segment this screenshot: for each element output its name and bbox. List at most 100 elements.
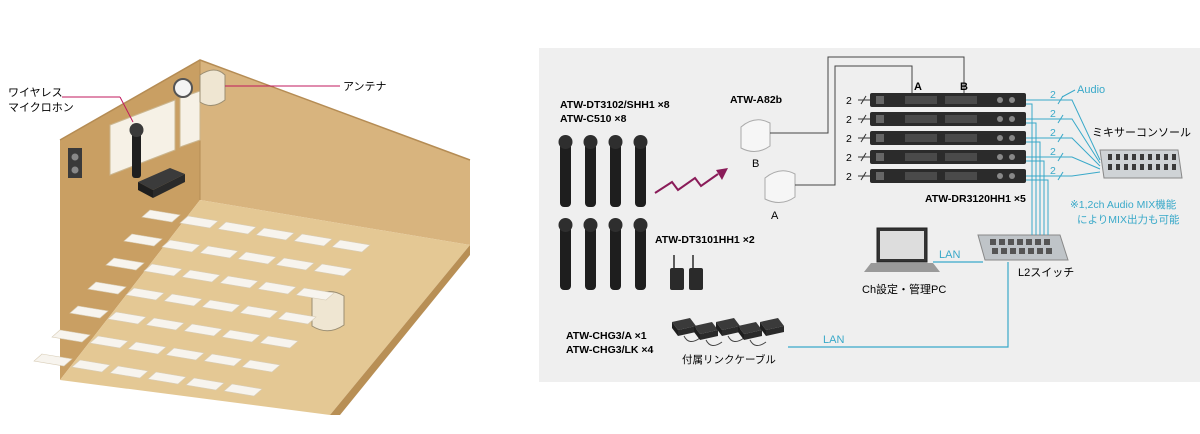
receiver-unit — [870, 150, 1026, 164]
output-channel-count: 2 — [1050, 165, 1056, 177]
desk — [223, 383, 263, 397]
desk — [183, 323, 223, 337]
charger-lan-line — [788, 262, 1009, 348]
antenna-b-label: B — [752, 158, 759, 170]
output-channel-count: 2 — [1050, 127, 1056, 139]
handheld-mic-icon — [633, 218, 648, 290]
mixer-fader — [1116, 154, 1120, 160]
desk — [295, 287, 335, 301]
receiver-lan-line — [1026, 160, 1045, 235]
rf-signal-arrow — [654, 173, 719, 194]
desk — [181, 269, 221, 283]
desk — [87, 281, 127, 295]
receiver-unit — [870, 112, 1026, 126]
antenna-a-label: A — [771, 210, 779, 222]
mixer-fader — [1132, 164, 1136, 170]
bodypack-transmitter-icon — [670, 255, 703, 290]
antenna-model: ATW-A82b — [730, 94, 782, 106]
mixer-fader — [1116, 164, 1120, 170]
link-cable — [705, 339, 723, 346]
input-channel-count: 2 — [846, 95, 852, 107]
antenna-a-cable — [795, 65, 913, 186]
desk — [69, 305, 109, 319]
microphone-icon — [129, 123, 144, 178]
desk — [107, 311, 147, 325]
desk — [165, 347, 205, 361]
mixer-fader — [1164, 164, 1168, 170]
charger-icon — [694, 322, 718, 340]
input-slash — [860, 95, 867, 105]
receiver-unit — [870, 131, 1026, 145]
desk — [203, 353, 243, 367]
receiver-lan-line — [1026, 179, 1049, 235]
audio-slash — [1061, 89, 1076, 98]
desk — [185, 377, 225, 391]
desk — [331, 239, 371, 253]
link-cable — [683, 335, 701, 342]
l2-switch-icon — [977, 234, 1069, 261]
input-slash — [860, 133, 867, 143]
handheld-mic-icon — [633, 135, 648, 207]
desk — [163, 293, 203, 307]
switch-port — [992, 248, 998, 254]
switch-port — [1046, 248, 1052, 254]
switch-port — [1028, 248, 1034, 254]
input-channel-count: 2 — [846, 114, 852, 126]
mic-label-line2: マイクロホン — [8, 101, 74, 114]
mixer-label: ミキサーコンソール — [1092, 126, 1191, 139]
antenna-a-icon — [764, 170, 796, 203]
antenna-label: アンテナ — [343, 80, 387, 93]
switch-label: L2スイッチ — [1018, 266, 1074, 279]
receiver-rack — [870, 93, 1026, 183]
desk — [105, 257, 145, 271]
desk — [277, 311, 317, 325]
desk — [71, 359, 111, 373]
receiver-lan-line — [1026, 141, 1041, 235]
charger-model-1: ATW-CHG3/A ×1 — [566, 330, 647, 342]
desk — [313, 263, 353, 277]
switch-port — [1017, 239, 1023, 245]
room-right-wall — [330, 245, 470, 415]
receiver-input-a: A — [914, 81, 922, 93]
pc-label: Ch設定・管理PC — [862, 282, 946, 296]
whiteboard — [109, 99, 176, 176]
mixer-fader — [1156, 154, 1160, 160]
switch-port — [1008, 239, 1014, 245]
charger-chain — [672, 318, 784, 346]
antenna-upper-icon — [199, 69, 226, 106]
output-channel-count: 2 — [1050, 89, 1056, 101]
audio-line — [1048, 118, 1101, 164]
desk — [275, 257, 315, 271]
handheld-model-2: ATW-C510 ×8 — [560, 113, 627, 125]
switch-port — [1037, 248, 1043, 254]
audio-line — [1048, 156, 1101, 170]
mixer-fader — [1124, 154, 1128, 160]
desk — [123, 233, 163, 247]
charger-icon — [716, 318, 740, 336]
desk — [259, 335, 299, 349]
desk — [221, 329, 261, 343]
link-cable — [749, 339, 767, 346]
handheld-mic-icon — [608, 218, 623, 290]
switch-port — [1044, 239, 1050, 245]
handheld-model-1: ATW-DT3102/SHH1 ×8 — [560, 99, 670, 111]
diagram-panel — [539, 48, 1200, 382]
desk — [217, 221, 257, 235]
receiver-lan-line — [1026, 103, 1033, 235]
desk — [127, 341, 167, 355]
wall-clock — [173, 78, 193, 98]
mixer-fader — [1140, 164, 1144, 170]
input-slash — [860, 171, 867, 181]
receiver-unit — [870, 93, 1026, 107]
mix-note-line2: によりMIX出力も可能 — [1077, 213, 1180, 226]
desk — [237, 251, 277, 265]
handheld-mic-icon — [558, 135, 573, 207]
desk — [241, 359, 281, 373]
desk — [293, 233, 333, 247]
mixer-fader — [1108, 164, 1112, 170]
audio-line — [1048, 171, 1101, 177]
mic-label-line1: ワイヤレス — [8, 87, 63, 99]
desk — [239, 305, 279, 319]
charger-icon — [760, 318, 784, 336]
